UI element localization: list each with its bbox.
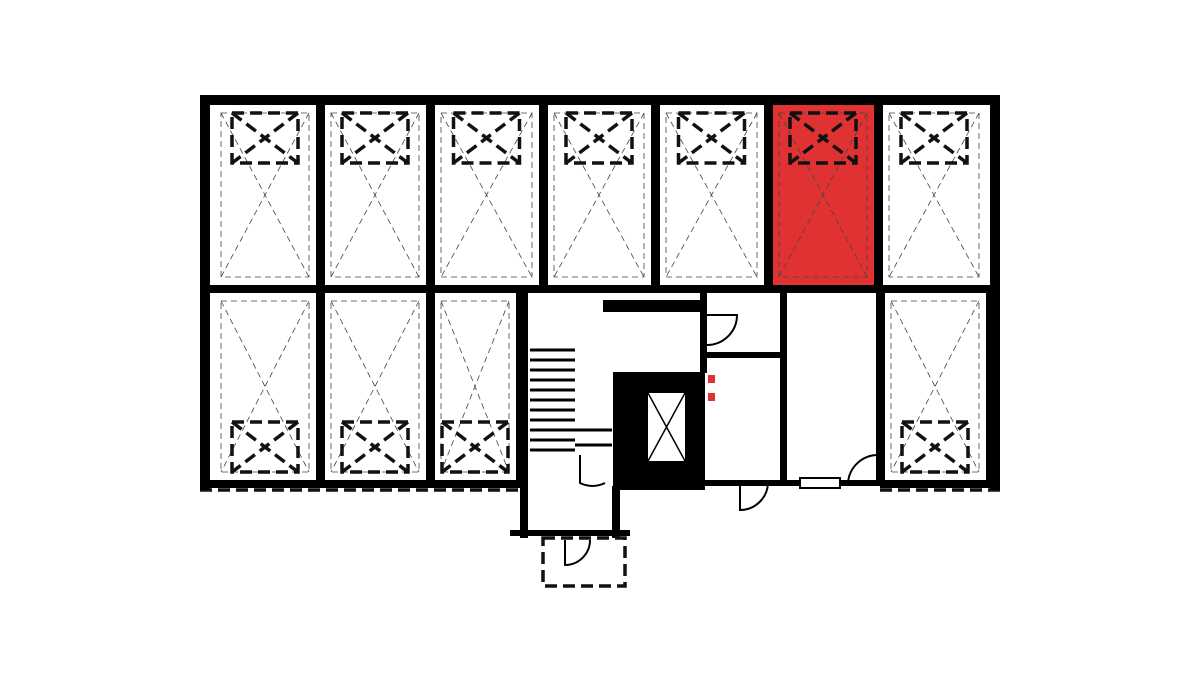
balcony-x-line [564, 111, 634, 165]
balcony-x-line [677, 111, 746, 165]
partition-wall [651, 97, 660, 290]
door-swing [579, 455, 606, 487]
balcony-outline [440, 420, 510, 474]
room-x-line [220, 112, 310, 278]
room-outline [665, 112, 758, 278]
wall-vertical-1 [700, 293, 707, 373]
balcony-x-line [900, 420, 970, 474]
wall-vertical-2 [780, 293, 787, 483]
balcony-outline [340, 420, 410, 474]
outer-wall-bottom-right [880, 480, 1000, 488]
partition-wall [764, 97, 773, 290]
units-layer [200, 97, 1000, 492]
wall-horizontal [705, 352, 783, 358]
window [799, 477, 841, 489]
room-x-line [330, 300, 420, 473]
room-x-line [330, 112, 420, 278]
corridor-wall [200, 285, 1000, 293]
entry-wall-bottom [510, 530, 630, 536]
door-swing [706, 314, 739, 346]
balcony-x-line [452, 111, 521, 165]
partition-wall [874, 97, 883, 290]
room-x-line [440, 112, 533, 278]
elevator-x-icon [647, 392, 686, 462]
partition-wall [876, 290, 885, 485]
balcony-outline [564, 111, 634, 165]
corridor-wall-upper [603, 300, 703, 312]
balcony-outline [451, 111, 522, 165]
balcony-x-line [230, 420, 300, 474]
core-area [200, 95, 1000, 588]
balcony-x-line [899, 111, 969, 165]
room-outline [440, 112, 533, 278]
room-x-line [890, 300, 980, 473]
room-outline [778, 112, 868, 278]
room-outline [220, 112, 310, 278]
room-outline [888, 112, 980, 278]
door-swing [739, 482, 769, 512]
balcony-outline [230, 111, 300, 165]
balcony-outline [340, 111, 410, 165]
outer-wall-bottom-left [200, 480, 520, 488]
balcony-x-line [230, 111, 300, 165]
balcony-x-line [440, 420, 510, 474]
partition-wall [539, 97, 548, 290]
partition-wall [426, 290, 435, 485]
stair-wall-left [520, 293, 528, 538]
partition-wall [316, 290, 325, 485]
balcony-x-line [340, 111, 410, 165]
room-x-line [553, 112, 645, 278]
room-x-line [890, 300, 980, 473]
stairs [530, 348, 612, 452]
balcony-outline [230, 420, 300, 474]
door-swing [847, 453, 879, 484]
outer-wall-top [200, 95, 1000, 105]
balcony-outline [676, 111, 747, 165]
room-x-line [778, 112, 868, 278]
room-outline [553, 112, 645, 278]
balcony-outline [788, 111, 858, 165]
door-swing [564, 539, 591, 567]
red-marker [708, 375, 715, 383]
stair-wall-right [612, 486, 620, 538]
room-x-line [440, 300, 510, 473]
room-x-line [220, 300, 310, 473]
partition-wall [426, 97, 435, 290]
entry-canopy [541, 536, 627, 588]
balcony-outline [899, 111, 969, 165]
balcony-x-line [788, 111, 858, 165]
room-x-line [665, 112, 758, 278]
balcony-x-line [340, 420, 410, 474]
wall-bottom-center [620, 480, 880, 486]
balcony-outline [900, 420, 970, 474]
red-marker [708, 393, 715, 401]
room-x-line [888, 112, 980, 278]
room-outline [330, 112, 420, 278]
partition-wall [316, 97, 325, 290]
room-x-line [330, 300, 420, 473]
room-x-line [220, 300, 310, 473]
